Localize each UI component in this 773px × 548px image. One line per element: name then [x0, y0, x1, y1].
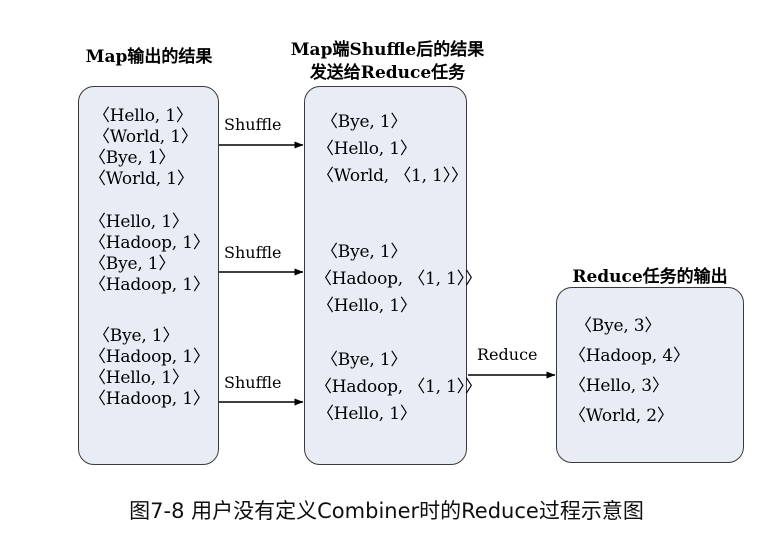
map-output-line: 〈World, 1〉 — [89, 169, 194, 189]
shuffle-result-box: 〈Bye, 1〉 〈Hello, 1〉 〈World, 〈1, 1〉〉 〈Bye… — [304, 86, 482, 465]
shuffle-result-line: 〈Bye, 1〉 — [321, 242, 408, 262]
figure-caption: 图7-8 用户没有定义Combiner时的Reduce过程示意图 — [129, 499, 644, 523]
reduce-output-box: 〈Bye, 3〉 〈Hadoop, 4〉 〈Hello, 3〉 〈World, … — [556, 287, 744, 463]
reduce-output-line: 〈Hadoop, 4〉 — [569, 346, 690, 366]
shuffle-result-line: 〈Bye, 1〉 — [321, 350, 408, 370]
map-output-line: 〈Bye, 1〉 — [93, 326, 180, 346]
reduce-arrow-label: Reduce — [477, 345, 538, 364]
map-output-line: 〈Hadoop, 1〉 — [89, 347, 210, 367]
map-output-line: 〈Hello, 1〉 — [89, 368, 189, 388]
shuffle-arrow-1-label: Shuffle — [224, 115, 282, 134]
shuffle-arrow-3-label: Shuffle — [224, 373, 282, 392]
map-output-line: 〈Hadoop, 1〉 — [89, 233, 210, 253]
reduce-output-title: Reduce任务的输出 — [572, 267, 728, 287]
map-output-line: 〈Hello, 1〉 — [93, 106, 193, 126]
shuffle-arrow-2-label: Shuffle — [224, 243, 282, 262]
shuffle-result-line: 〈Hadoop, 〈1, 1〉〉 — [315, 269, 482, 289]
reduce-output-line: 〈Bye, 3〉 — [575, 316, 662, 336]
shuffle-result-line: 〈Hello, 1〉 — [317, 296, 417, 316]
map-output-line: 〈Hello, 1〉 — [89, 212, 189, 232]
shuffle-result-line: 〈Hello, 1〉 — [317, 404, 417, 424]
shuffle-result-line: 〈Bye, 1〉 — [321, 112, 408, 132]
shuffle-result-line: 〈Hadoop, 〈1, 1〉〉 — [315, 377, 482, 397]
map-output-line: 〈Hadoop, 1〉 — [89, 275, 210, 295]
shuffle-result-title-line2: 发送给Reduce任务 — [309, 63, 466, 83]
reduce-output-line: 〈Hello, 3〉 — [569, 376, 669, 396]
map-output-box: 〈Hello, 1〉 〈World, 1〉 〈Bye, 1〉 〈World, 1… — [78, 86, 219, 465]
map-output-line: 〈Bye, 1〉 — [89, 148, 176, 168]
map-output-line: 〈World, 1〉 — [93, 127, 198, 147]
shuffle-result-line: 〈World, 〈1, 1〉〉 — [317, 166, 468, 186]
shuffle-result-line: 〈Hello, 1〉 — [317, 139, 417, 159]
map-output-line: 〈Bye, 1〉 — [89, 254, 176, 274]
shuffle-result-title-line1: Map端Shuffle后的结果 — [290, 40, 485, 60]
map-output-line: 〈Hadoop, 1〉 — [89, 389, 210, 409]
map-output-title: Map输出的结果 — [85, 47, 213, 67]
reduce-output-line: 〈World, 2〉 — [569, 406, 674, 426]
